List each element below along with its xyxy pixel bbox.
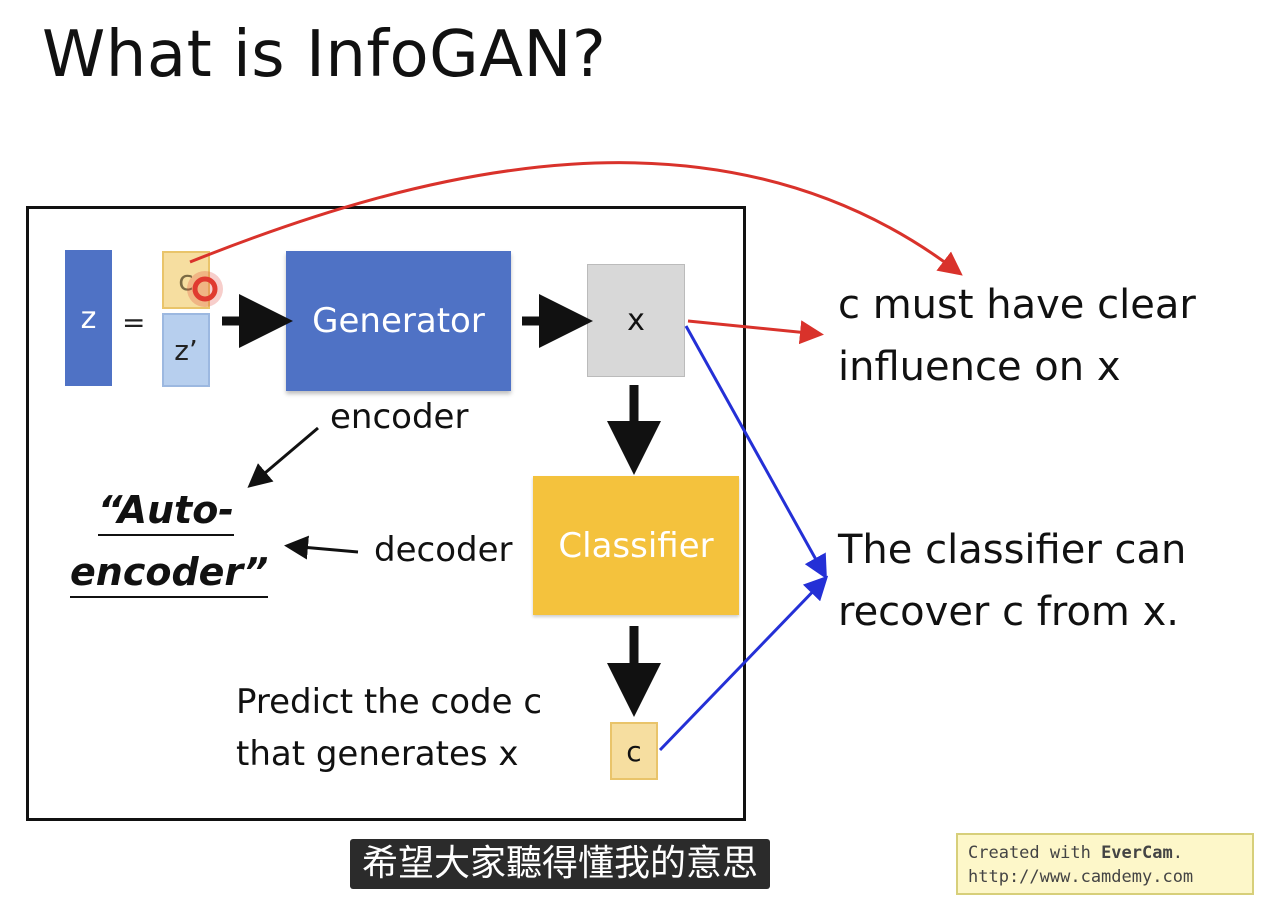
diagram-frame	[26, 206, 746, 821]
decoder-label: decoder	[374, 530, 513, 570]
influence-note-line2: influence on x	[838, 344, 1121, 390]
classifier-block: Classifier	[533, 476, 739, 615]
watermark-url: http://www.camdemy.com	[968, 867, 1194, 887]
autoencoder-label-line1: “Auto-	[98, 488, 235, 536]
arrow-blue-c-to-note	[658, 575, 829, 752]
arrow-encoder-to-autoencoder	[247, 426, 319, 488]
generator-block: Generator	[286, 251, 511, 391]
z-prime-box: z’	[162, 313, 210, 387]
recover-note-line2: recover c from x.	[838, 589, 1179, 635]
encoder-label: encoder	[330, 397, 469, 437]
arrow-red-x-to-note	[687, 319, 824, 345]
equals-sign: =	[122, 306, 146, 339]
arrow-decoder-to-autoencoder	[284, 535, 359, 560]
predict-caption-line1: Predict the code c	[236, 682, 543, 722]
c-predicted-box: c	[610, 722, 658, 780]
recover-note-line1: The classifier can	[838, 527, 1187, 573]
z-vector: z	[65, 250, 112, 386]
x-output-box: x	[587, 264, 685, 377]
arrow-blue-x-to-note	[684, 325, 827, 580]
watermark-line1: Created with EverCam.	[968, 843, 1183, 863]
arrow-red-c-to-note	[189, 161, 963, 276]
video-subtitle: 希望大家聽得懂我的意思	[350, 839, 771, 889]
influence-note-line1: c must have clear	[838, 282, 1196, 328]
autoencoder-label-line2: encoder”	[70, 550, 269, 598]
evercam-watermark: Created with EverCam. http://www.camdemy…	[956, 833, 1254, 895]
predict-caption-line2: that generates x	[236, 734, 519, 774]
cursor-pointer-icon	[187, 271, 223, 307]
slide-title: What is InfoGAN?	[42, 18, 607, 92]
